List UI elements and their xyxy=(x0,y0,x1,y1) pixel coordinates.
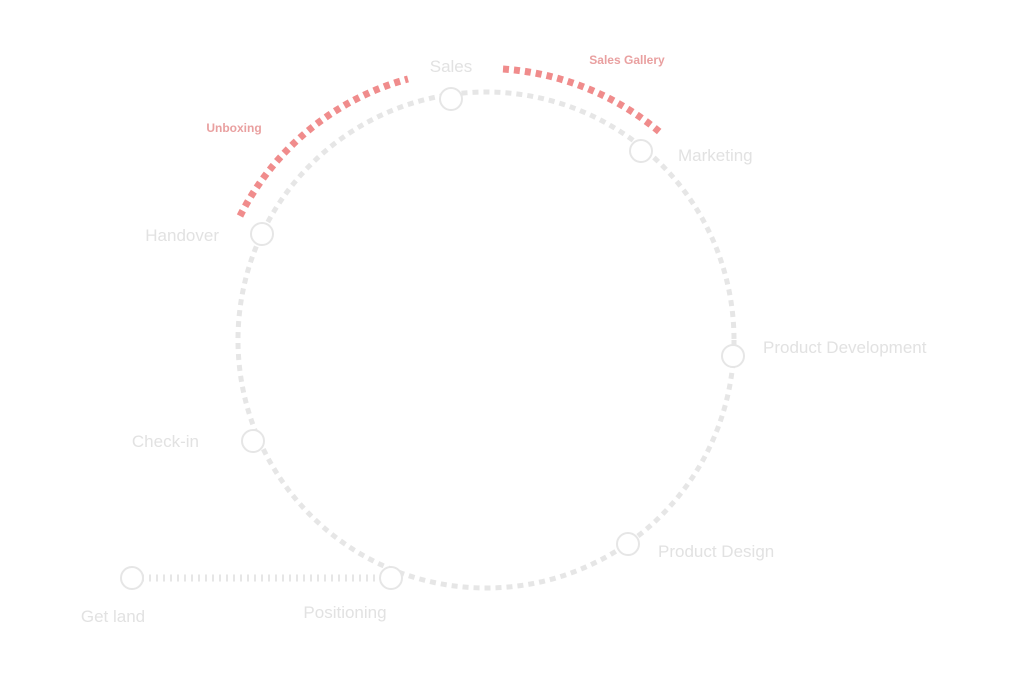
label-sales: Sales xyxy=(430,57,473,76)
label-unboxing: Unboxing xyxy=(206,121,261,135)
cycle-ring xyxy=(235,89,737,591)
node-handover[interactable] xyxy=(250,222,274,246)
node-marketing[interactable] xyxy=(629,139,653,163)
sales-gallery-arc xyxy=(502,65,665,137)
label-positioning: Positioning xyxy=(303,603,386,622)
node-product-design[interactable] xyxy=(616,532,640,556)
node-positioning[interactable] xyxy=(379,566,403,590)
label-get-land: Get land xyxy=(81,607,145,626)
node-sales[interactable] xyxy=(439,87,463,111)
node-get-land[interactable] xyxy=(120,566,144,590)
node-check-in[interactable] xyxy=(241,429,265,453)
label-product-design: Product Design xyxy=(658,542,774,561)
label-sales-gallery: Sales Gallery xyxy=(589,53,665,67)
label-product-development: Product Development xyxy=(763,338,927,357)
node-product-development[interactable] xyxy=(721,344,745,368)
label-marketing: Marketing xyxy=(678,146,753,165)
label-check-in: Check-in xyxy=(132,432,199,451)
label-handover: Handover xyxy=(145,226,219,245)
unboxing-arc xyxy=(236,75,409,218)
